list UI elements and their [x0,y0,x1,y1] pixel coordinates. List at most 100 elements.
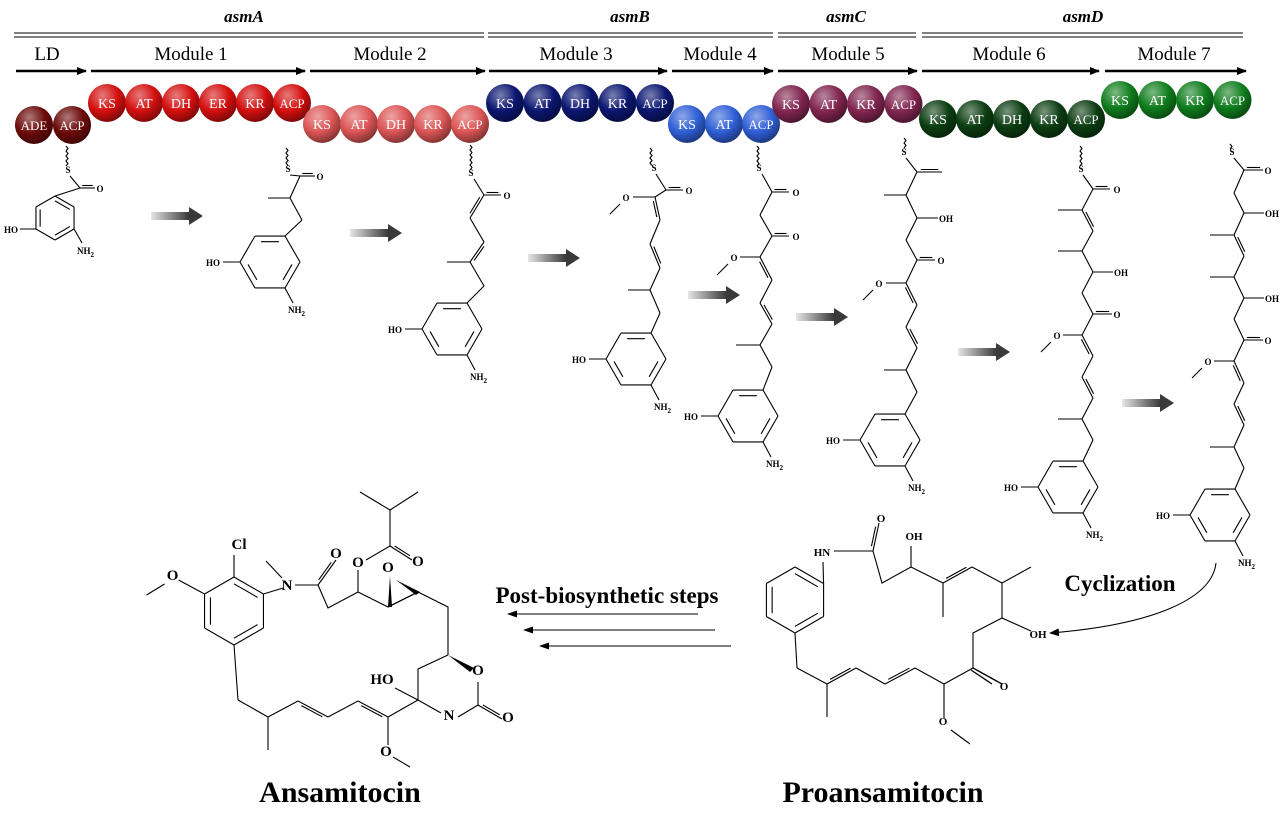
bond [54,200,71,210]
bond [759,344,773,368]
bond [473,246,485,261]
bond [1189,488,1206,516]
bond [35,228,56,241]
bond [466,302,483,330]
bond [905,171,918,196]
bond [902,442,913,459]
module-label-2: Module 2 [353,44,426,65]
bond [466,354,476,371]
domain-label: AT [1149,94,1167,109]
bond [464,331,475,348]
bond [829,667,851,680]
bond [284,261,301,289]
atom-label: O [1053,331,1060,341]
tether-squiggle [756,145,760,167]
bond [466,285,485,304]
atom-label: S [1078,164,1083,174]
process-arrow [350,224,402,242]
domain-sphere [162,84,200,122]
domain-label: KR [423,118,443,133]
module-label-3: Module 3 [539,44,612,65]
bond [794,612,819,627]
atom-label: NH2 [77,246,95,259]
bond [429,331,440,348]
bond [794,632,798,669]
atom-label: NH2 [1086,530,1104,543]
domain-ks: KS [668,105,706,143]
bond [826,667,857,685]
domain-kr: KR [847,85,885,123]
bond [1081,188,1094,211]
bond [650,312,661,334]
domain-label: DH [570,97,590,112]
atom-label: O [1000,681,1009,693]
atom-label: O [939,716,948,728]
chemical-structures: SOHONH2SOHONH2SOHONH2SOOHONH2SOOOHONH2SO… [4,137,1279,768]
bond [1233,403,1245,426]
atom-label: N [282,578,293,594]
domain-sphere [1213,81,1252,119]
bond [822,561,825,584]
domain-acp: ACP [53,106,91,144]
bond [1233,192,1245,214]
bond [1233,297,1245,320]
atom-label: OH [1265,209,1279,219]
bond [759,256,773,281]
bond [1237,236,1246,253]
bond [766,566,796,584]
bond [904,391,918,415]
bond [759,302,773,325]
atom-label: HO [572,355,586,365]
bond-chain [943,667,974,718]
chloro-label: Cl [232,537,247,553]
bond [605,358,622,386]
atom-label: HO [388,325,402,335]
arrowhead [507,610,517,618]
bond [35,195,56,208]
bond [469,261,485,287]
amine-label: NH2 [654,402,672,415]
domain-acp: ACP [451,105,489,143]
atom-label: NH2 [470,372,488,385]
bond [317,559,337,586]
domain-sphere [668,105,706,143]
atom-label: HO [1156,511,1170,521]
domain-acp: ACP [742,105,780,143]
atom-label: O [1113,185,1120,195]
domain-sphere [303,105,341,143]
domain-label: ACP [457,117,482,132]
tether-squiggle [1229,143,1233,150]
tether-squiggle [649,147,653,166]
bond [1082,174,1094,190]
bond [1082,512,1092,529]
atom-label: O [730,253,737,263]
bond [649,289,661,314]
compound-name-proansamitocin: Proansamitocin [782,776,983,809]
bond [69,175,81,189]
domain-label: DH [386,118,406,133]
module-label-1: Module 1 [154,44,227,65]
bond [469,196,481,214]
domain-dh: DH [561,84,599,122]
bond [1234,540,1244,557]
bond [417,699,442,714]
bond [421,302,438,330]
gene-label: asmC [826,7,866,26]
bond [905,157,918,173]
bond-chain [289,175,303,221]
domain-at: AT [1138,81,1177,119]
bond [239,235,256,263]
bond [725,418,736,435]
domain-sphere [1176,81,1214,119]
bond [763,304,773,320]
bond [904,439,921,467]
atom-label: HO [684,412,698,422]
compound-name-ansamitocin: Ansamitocin [259,776,421,809]
atom-label: O [877,513,886,525]
bond [394,687,419,701]
